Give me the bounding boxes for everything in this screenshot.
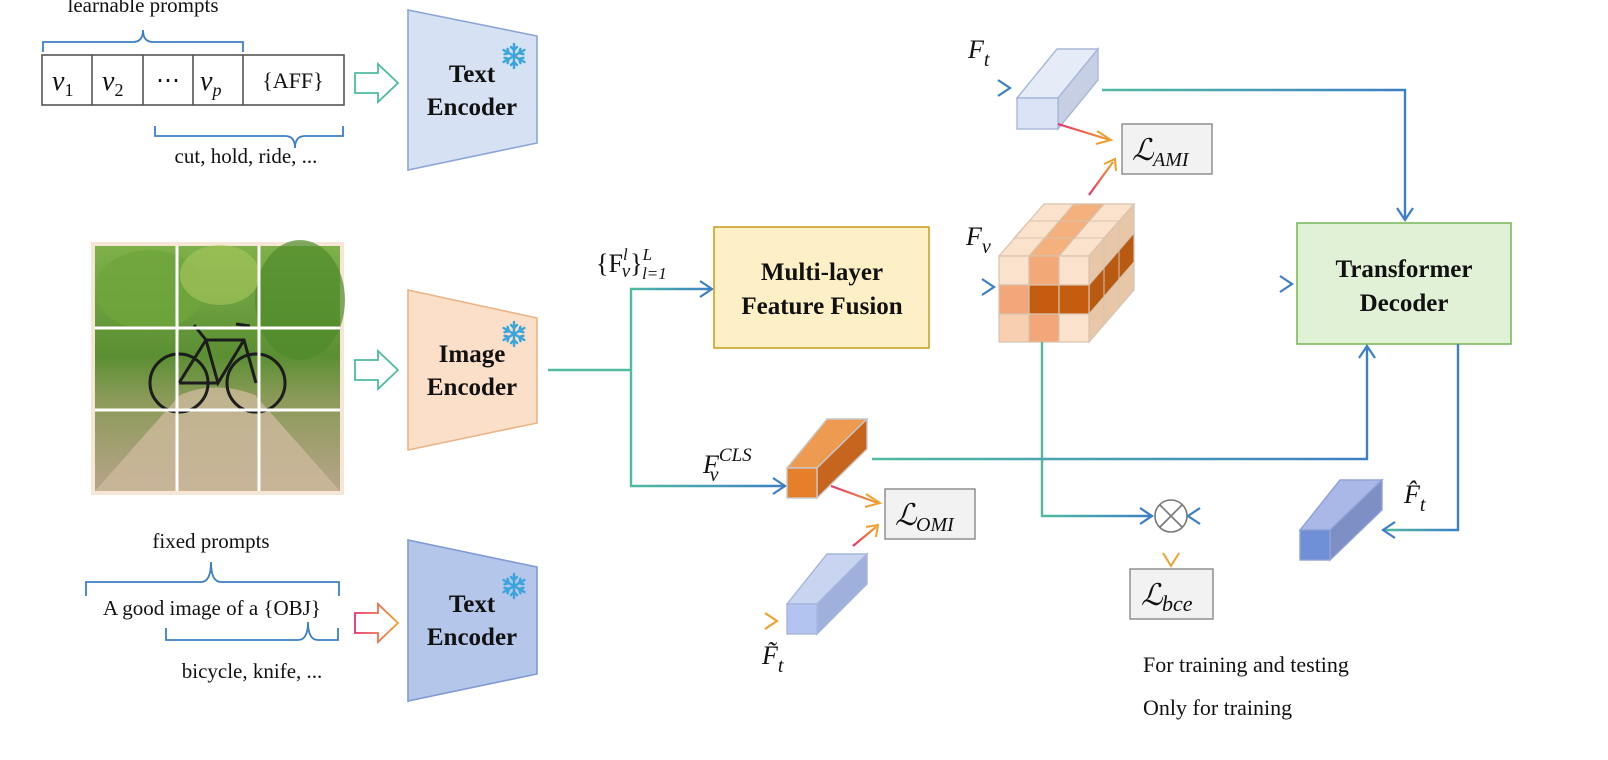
- loss-omi-box: ℒ OMI: [884, 488, 976, 540]
- label-ft: Ft: [967, 35, 990, 71]
- hollow-arrow-bottom: [354, 601, 400, 645]
- edge-ft-to-decoder: [1102, 88, 1407, 220]
- edge-fv-to-multiply: [1040, 342, 1152, 518]
- prompt-token-row: v1 v2 ⋯ vp {AFF}: [41, 54, 345, 106]
- edge-to-cls: [629, 370, 785, 488]
- label-fv: Fv: [965, 222, 991, 258]
- svg-text:Encoder: Encoder: [427, 624, 517, 651]
- svg-text:Decoder: Decoder: [1360, 290, 1449, 317]
- token-ellipsis: ⋯: [156, 68, 180, 94]
- svg-text:ℒ: ℒ: [1132, 134, 1155, 167]
- token-aff: {AFF}: [262, 68, 323, 93]
- token-v1: v1: [52, 66, 73, 100]
- feature-cls-bar: [785, 417, 869, 500]
- learnable-prompts-caption: learnable prompts: [67, 0, 218, 17]
- svg-text:Encoder: Encoder: [427, 374, 517, 401]
- svg-text:Multi-layer: Multi-layer: [761, 259, 883, 286]
- feature-ft-bar: [1015, 47, 1100, 131]
- input-image: [91, 240, 345, 495]
- svg-text:Text: Text: [449, 61, 496, 88]
- loss-ami-box: ℒ AMI: [1121, 123, 1213, 175]
- svg-text:Image: Image: [439, 341, 506, 368]
- edge-cls-to-decoder: [872, 346, 1369, 461]
- svg-text:Transformer: Transformer: [1336, 256, 1473, 283]
- hollow-arrow-top: [354, 61, 400, 105]
- feature-ftilde-bar: [785, 552, 869, 636]
- svg-text:OMI: OMI: [916, 514, 955, 536]
- svg-text:Text: Text: [449, 591, 496, 618]
- text-encoder-bottom: Text Encoder: [407, 539, 538, 702]
- svg-text:bce: bce: [1162, 591, 1193, 616]
- learnable-brace: [42, 29, 244, 52]
- object-examples: bicycle, knife, ...: [182, 659, 323, 683]
- object-brace: [165, 621, 339, 641]
- fixed-brace: [85, 561, 340, 596]
- affordance-examples: cut, hold, ride, ...: [175, 144, 318, 168]
- label-fhat: F̂t: [1403, 480, 1426, 516]
- text-encoder-top: Text Encoder: [407, 9, 538, 171]
- legend-train-only: Only for training: [1143, 695, 1292, 720]
- affordance-brace: [154, 126, 344, 149]
- fixed-prompt-sentence: A good image of a {OBJ}: [103, 596, 321, 620]
- image-encoder: Image Encoder: [407, 289, 538, 451]
- feature-fv-cube: [997, 202, 1136, 344]
- svg-text:ℒ: ℒ: [895, 499, 918, 532]
- loss-bce-box: ℒ bce: [1129, 568, 1214, 620]
- edge-decoder-to-fhat: [1383, 344, 1460, 532]
- feature-fusion-box: Multi-layer Feature Fusion: [713, 226, 930, 349]
- fixed-prompts-caption: fixed prompts: [152, 529, 269, 553]
- label-ftilde: F̃t: [761, 641, 784, 677]
- svg-text:AMI: AMI: [1151, 149, 1190, 171]
- token-vp: vp: [200, 66, 221, 100]
- svg-text:ℒ: ℒ: [1141, 579, 1164, 612]
- transformer-decoder-box: Transformer Decoder: [1296, 222, 1512, 345]
- hollow-arrow-middle: [354, 348, 400, 392]
- multiply-operator: [1154, 499, 1188, 533]
- legend-train-test: For training and testing: [1143, 652, 1349, 677]
- feature-fhat-bar: [1298, 478, 1384, 562]
- svg-text:Feature Fusion: Feature Fusion: [741, 293, 902, 320]
- edge-to-fusion: [629, 287, 712, 370]
- svg-text:Encoder: Encoder: [427, 94, 517, 121]
- token-v2: v2: [102, 66, 123, 100]
- legend: For training and testing Only for traini…: [1021, 652, 1349, 720]
